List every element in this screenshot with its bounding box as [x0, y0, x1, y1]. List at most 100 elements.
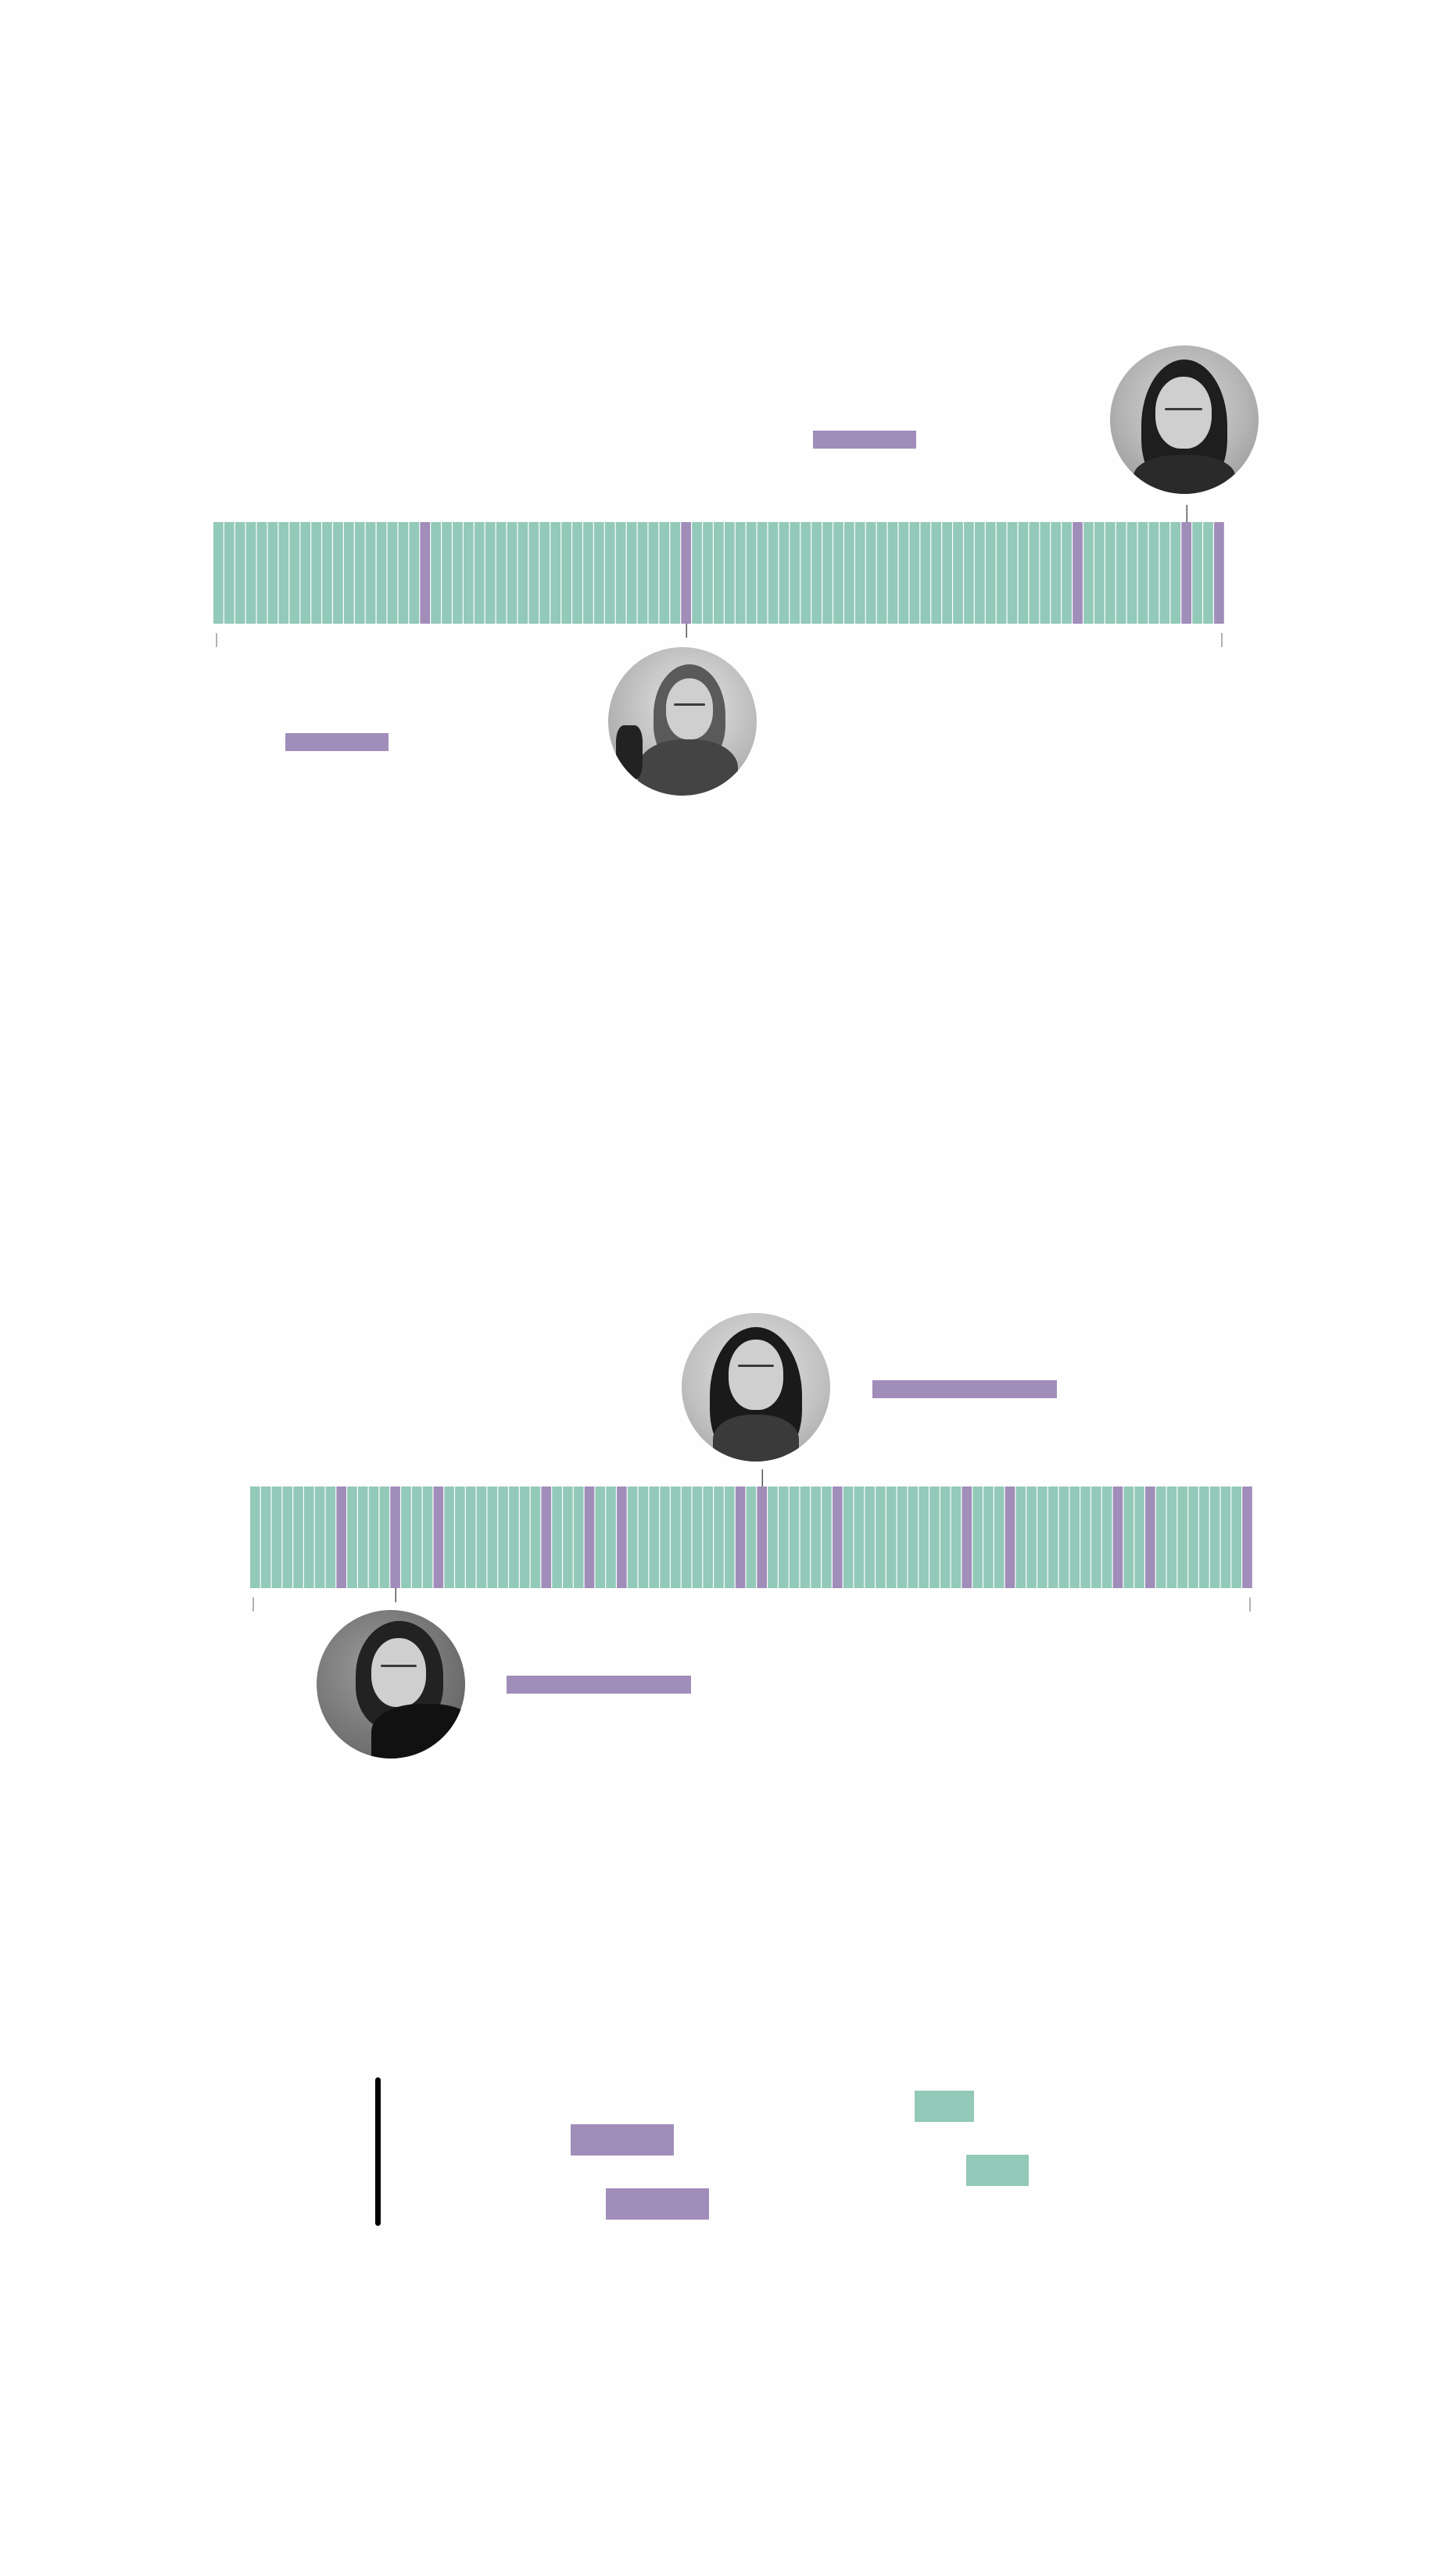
portrait-winner-4	[317, 1610, 465, 1758]
nominee-bar	[865, 522, 876, 624]
nominee-bar-female	[1112, 1487, 1123, 1588]
nominee-bar	[951, 1487, 962, 1588]
nominee-bar	[398, 522, 409, 624]
nominee-bar	[929, 1487, 940, 1588]
nominee-bar	[854, 522, 865, 624]
nominee-bar	[1116, 522, 1126, 624]
nominee-bar	[465, 1487, 476, 1588]
nominee-bar	[1094, 522, 1105, 624]
nominee-bar-female	[420, 522, 431, 624]
nominee-bar	[637, 522, 648, 624]
nominee-bar	[583, 522, 593, 624]
nominee-bar	[1062, 522, 1072, 624]
nominee-bar-female	[433, 1487, 444, 1588]
chart-2	[0, 1266, 1454, 1860]
nominee-bar	[800, 1487, 811, 1588]
nominee-bar	[1203, 522, 1213, 624]
nominee-bar	[595, 1487, 606, 1588]
nominee-bar	[919, 1487, 929, 1588]
nominee-bar	[649, 1487, 660, 1588]
nominee-bar	[498, 1487, 508, 1588]
nominee-bar	[376, 522, 387, 624]
nominee-bar	[1177, 1487, 1188, 1588]
nominee-bar-female	[757, 1487, 767, 1588]
nominee-bar	[757, 522, 768, 624]
nominee-bar	[615, 522, 626, 624]
nominee-bar	[303, 1487, 314, 1588]
nominee-bar	[464, 522, 474, 624]
nominee-bar	[1126, 522, 1137, 624]
nominee-bar	[843, 1487, 854, 1588]
nominee-bar	[1029, 522, 1040, 624]
nominee-bar	[311, 522, 321, 624]
nominee-bar	[442, 522, 452, 624]
nominee-bar	[768, 522, 779, 624]
nominee-bar	[638, 1487, 649, 1588]
nominee-bar	[909, 522, 920, 624]
nominee-bar	[703, 1487, 714, 1588]
nominee-bar	[539, 522, 550, 624]
nominee-bar	[245, 522, 256, 624]
nominee-bar	[789, 1487, 800, 1588]
nominee-bar	[604, 522, 615, 624]
nominee-bar	[876, 522, 887, 624]
nominee-bar	[920, 522, 931, 624]
legend	[0, 2032, 1454, 2267]
nominee-bar-female	[1145, 1487, 1155, 1588]
nominee-bar	[1199, 1487, 1209, 1588]
nominee-bar	[552, 1487, 562, 1588]
nominee-bar	[940, 1487, 951, 1588]
nominee-bar	[714, 1487, 724, 1588]
nominee-bar	[1148, 522, 1159, 624]
nominee-bar	[886, 1487, 897, 1588]
nominee-bar	[409, 522, 420, 624]
nominee-bar	[1037, 1487, 1048, 1588]
nominee-bar-female	[1005, 1487, 1015, 1588]
nominee-bar	[1007, 522, 1018, 624]
nominee-bar	[300, 522, 311, 624]
nominee-bar	[530, 1487, 541, 1588]
nominee-bar	[563, 1487, 573, 1588]
nominee-bar	[648, 522, 659, 624]
nominee-bar-female	[962, 1487, 972, 1588]
nominee-bar	[485, 522, 496, 624]
nominee-bar	[692, 522, 702, 624]
nominee-bar	[379, 1487, 390, 1588]
nominee-bar	[1083, 522, 1094, 624]
nominee-bar-female	[1181, 522, 1192, 624]
nominee-bar	[681, 1487, 692, 1588]
nominee-bar	[474, 522, 485, 624]
nominee-bar	[778, 1487, 789, 1588]
nominee-bar-female	[541, 1487, 552, 1588]
nominee-bar	[1231, 1487, 1242, 1588]
nominee-bar	[1015, 1487, 1026, 1588]
nominee-bar	[1220, 1487, 1231, 1588]
nominee-bar-female	[1073, 522, 1083, 624]
nominee-bar	[453, 522, 463, 624]
nominee-bar	[1018, 522, 1029, 624]
nominee-bar	[1040, 522, 1051, 624]
nominee-bar	[213, 522, 224, 624]
nominee-bar	[267, 522, 278, 624]
nominee-bar	[1137, 522, 1148, 624]
nominee-bar	[572, 522, 582, 624]
nominee-bar	[322, 522, 332, 624]
chart-1-strip	[213, 505, 1224, 647]
nominee-bar-female	[832, 1487, 843, 1588]
nominee-bar	[626, 522, 637, 624]
nominee-bar	[746, 1487, 757, 1588]
nominee-bar	[670, 522, 681, 624]
nominee-bar	[865, 1487, 875, 1588]
nominee-bar	[519, 1487, 530, 1588]
nominee-bar	[983, 1487, 994, 1588]
nominee-bar	[1069, 1487, 1080, 1588]
nominee-bar	[822, 1487, 832, 1588]
nominee-bar	[898, 522, 909, 624]
nominee-bar	[528, 522, 539, 624]
nominee-bar	[660, 1487, 670, 1588]
nominee-bar	[953, 522, 963, 624]
nominee-bar	[333, 522, 343, 624]
nominee-bar	[271, 1487, 282, 1588]
nominee-bar	[422, 1487, 433, 1588]
nominee-bar	[811, 522, 822, 624]
